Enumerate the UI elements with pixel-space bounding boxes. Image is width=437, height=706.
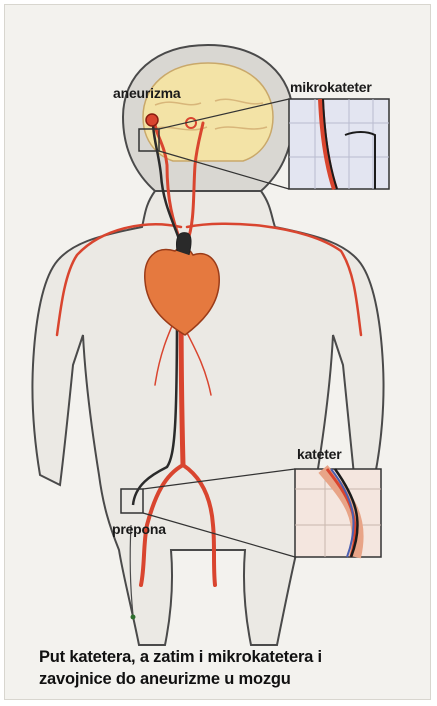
caption-line-1: Put katetera, a zatim i mikrokatetera i xyxy=(39,646,429,668)
label-groin: prepona xyxy=(112,521,166,537)
illustration-frame: aneurizma mikrokateter kateter prepona P… xyxy=(4,4,431,700)
insertion-point xyxy=(131,615,136,620)
catheter-inset xyxy=(295,469,381,557)
caption-line-2: zavojnice do aneurizme u mozgu xyxy=(39,668,429,690)
label-microcatheter: mikrokateter xyxy=(290,79,372,95)
label-catheter: kateter xyxy=(297,446,342,462)
label-aneurysm: aneurizma xyxy=(113,85,180,101)
figure-caption: Put katetera, a zatim i mikrokatetera i … xyxy=(39,646,429,690)
microcatheter-inset xyxy=(289,99,389,189)
aneurysm-site xyxy=(146,114,158,126)
anatomy-diagram xyxy=(5,5,432,701)
